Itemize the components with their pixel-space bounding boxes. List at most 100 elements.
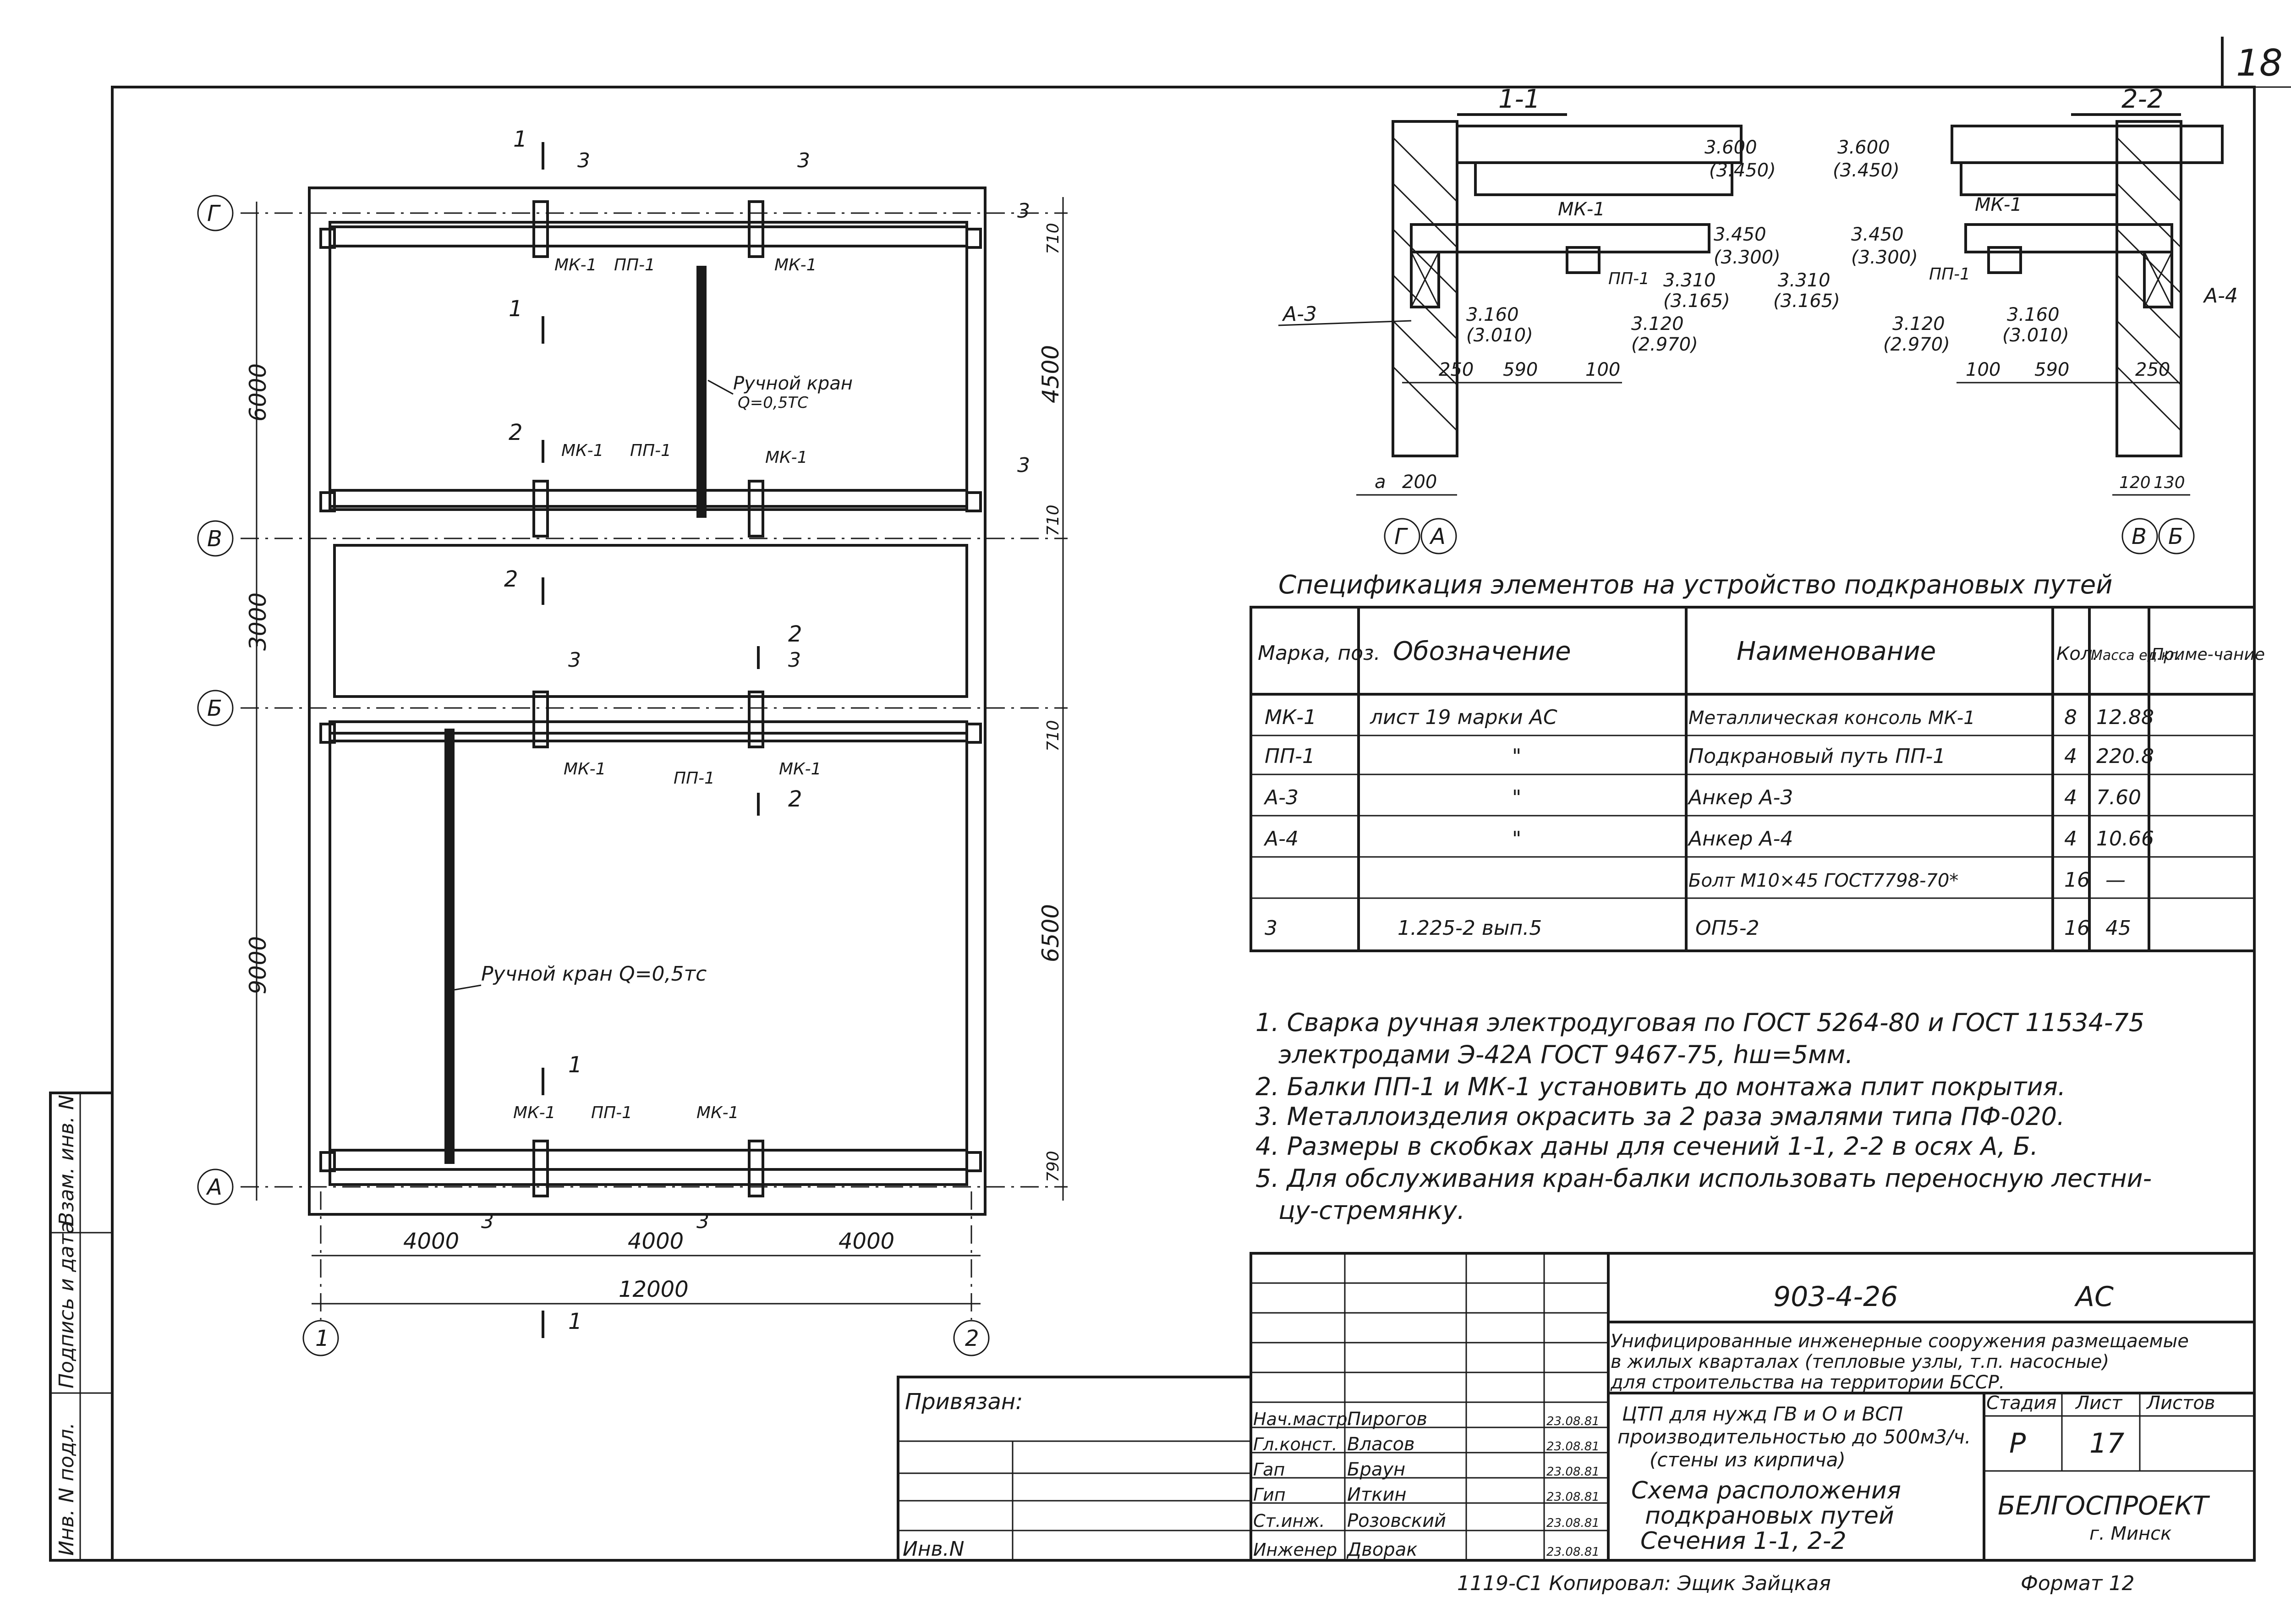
stage-header: Стадия	[1986, 1393, 2056, 1414]
pos3-label-d: 3	[1017, 454, 1030, 477]
svg-text:лист 19 марки АС: лист 19 марки АС	[1370, 706, 1557, 729]
title-block: Привязан: Инв.N Нач.мастр. Пирогов 23.08…	[897, 1252, 2256, 1595]
sheet-header: Лист	[2075, 1393, 2123, 1414]
crane-bridge-lower	[444, 729, 455, 1164]
dim-bottom-4000-1: 4000	[403, 1229, 459, 1254]
spec-row-6: 3 1.225-2 вып.5 ОП5-2 16 45	[1265, 916, 2131, 940]
room-middle	[333, 544, 968, 698]
note-5b: цу-стремянку.	[1278, 1196, 1465, 1225]
s22-d590: 590	[2034, 359, 2069, 380]
svg-text:": "	[1512, 745, 1521, 768]
room-upper	[329, 221, 968, 508]
spec-h-qty: Кол.	[2056, 643, 2098, 664]
org-name: БЕЛГОСПРОЕКТ	[1998, 1491, 2210, 1521]
s22-pp-label: ПП-1	[1929, 265, 1970, 284]
svg-text:8: 8	[2064, 706, 2077, 729]
spec-row-5: Болт М10×45 ГОСТ7798-70* 16 —	[1688, 868, 2126, 892]
pos3-label-g: 3	[481, 1210, 494, 1233]
staff-row-3: Гап Браун 23.08.81	[1253, 1459, 1600, 1480]
pos3-label-c: 3	[1017, 199, 1030, 223]
note-4: 4. Размеры в скобках даны для сечений 1-…	[1255, 1132, 2038, 1161]
dim-right-710-2: 710	[1044, 505, 1063, 536]
svg-text:23.08.81: 23.08.81	[1546, 1516, 1600, 1530]
svg-text:": "	[1512, 827, 1521, 850]
sheet-format: Формат 12	[2021, 1572, 2135, 1595]
privyazan-label: Привязан:	[905, 1389, 1023, 1415]
mk-label-1: МК-1	[554, 256, 597, 274]
axis-bubble-v: В	[197, 520, 234, 557]
doc-stage-mark: АС	[2074, 1281, 2114, 1313]
svg-text:4: 4	[2064, 786, 2077, 809]
dim-right-710-3: 710	[1044, 720, 1063, 752]
svg-text:2: 2	[965, 1326, 979, 1351]
object-2: производительностью до 500м3/ч.	[1617, 1426, 1971, 1448]
drawing-title-1: Схема расположения	[1631, 1477, 1901, 1504]
svg-text:Гип: Гип	[1253, 1485, 1286, 1505]
pp-label-2: ПП-1	[630, 441, 671, 460]
axis-bubble-a: А	[197, 1169, 234, 1205]
svg-text:Пирогов: Пирогов	[1347, 1409, 1427, 1430]
dim-bottom-4000-3: 4000	[839, 1229, 894, 1254]
s11-e3160: 3.160	[1466, 304, 1519, 325]
doc-code: 903-4-26	[1773, 1281, 1898, 1313]
svg-text:Розовский: Розовский	[1347, 1510, 1446, 1531]
mk-label-8: МК-1	[696, 1103, 739, 1122]
svg-text:Металлическая консоль МК-1: Металлическая консоль МК-1	[1688, 708, 1975, 729]
mk-label-7: МК-1	[513, 1103, 556, 1122]
s22-d250: 250	[2135, 359, 2170, 380]
svg-text:Браун: Браун	[1347, 1459, 1405, 1480]
s11-e3300b: (3.300)	[1714, 247, 1781, 268]
note-5a: 5. Для обслуживания кран-балки использов…	[1255, 1164, 2152, 1193]
spec-row-3: А-3 " Анкер А-3 4 7.60	[1263, 786, 2141, 809]
s11-e3450: 3.450	[1714, 224, 1766, 245]
s11-da: a	[1375, 472, 1386, 493]
mk-label-3: МК-1	[561, 441, 604, 460]
s11-e3120: 3.120	[1631, 313, 1684, 335]
axis-bubble-b: Б	[197, 690, 234, 726]
dim-left-9000: 9000	[245, 936, 271, 994]
svg-text:23.08.81: 23.08.81	[1546, 1440, 1600, 1454]
crane-label-lower: Ручной кран Q=0,5тс	[481, 962, 707, 986]
s11-d250: 250	[1439, 359, 1474, 380]
svg-text:1.225-2 вып.5: 1.225-2 вып.5	[1398, 916, 1542, 940]
note-1b: электродами Э-42А ГОСТ 9467-75, hш=5мм.	[1278, 1040, 1853, 1069]
s11-d590: 590	[1503, 359, 1538, 380]
s11-e3165b: (3.165)	[1663, 291, 1730, 312]
svg-text:Анкер А-4: Анкер А-4	[1687, 827, 1793, 850]
s22-e3120: 3.120	[1892, 313, 1945, 335]
drawing-title-2: подкрановых путей	[1645, 1502, 1894, 1530]
dim-right-710-1: 710	[1044, 223, 1063, 254]
crane-bridge-upper	[696, 266, 707, 518]
s11-mk-label: МК-1	[1558, 199, 1605, 220]
s11-axis-a: А	[1429, 524, 1446, 549]
s22-axis-b: Б	[2168, 524, 2183, 549]
svg-text:Гап: Гап	[1253, 1459, 1285, 1480]
copied-by: 1119-С1 Копировал: Эщик Зайцкая	[1457, 1572, 1831, 1595]
spec-row-1: МК-1 лист 19 марки АС Металлическая конс…	[1265, 706, 2154, 729]
svg-text:Инженер: Инженер	[1253, 1540, 1337, 1560]
mk-label-5: МК-1	[564, 760, 606, 779]
spec-h-mark: Марка, поз.	[1258, 642, 1380, 665]
pos3-label-h: 3	[696, 1210, 709, 1233]
pos3-label-e: 3	[568, 648, 581, 672]
s22-axis-v: В	[2132, 524, 2147, 549]
svg-text:Дворак: Дворак	[1346, 1539, 1417, 1560]
svg-text:1: 1	[315, 1326, 329, 1351]
spec-row-4: А-4 " Анкер А-4 4 10.66	[1263, 827, 2154, 850]
staff-row-1: Нач.мастр. Пирогов 23.08.81	[1253, 1409, 1600, 1430]
pp-label-4: ПП-1	[591, 1103, 632, 1122]
svg-text:Власов: Власов	[1347, 1434, 1415, 1455]
side-stamp: Инв. N подл. Подпись и дата Взам. инв. N	[49, 1092, 114, 1562]
object-3: (стены из кирпича)	[1650, 1448, 1846, 1471]
cut-label-1a: 1	[513, 126, 527, 152]
rail-pp1-g	[329, 225, 968, 247]
spec-h-note: Приме-чание	[2151, 645, 2265, 664]
section-2-2: 2-2 МК-1 ПП-1 А-4 3.600 (3.450) 3.450 (3…	[1773, 84, 2238, 554]
s11-a3-label: А-3	[1282, 302, 1317, 326]
svg-text:Иткин: Иткин	[1347, 1484, 1407, 1505]
svg-text:А-4: А-4	[1263, 827, 1299, 850]
svg-text:16: 16	[2064, 916, 2090, 940]
svg-text:ПП-1: ПП-1	[1265, 745, 1315, 768]
svg-text:23.08.81: 23.08.81	[1546, 1490, 1600, 1504]
